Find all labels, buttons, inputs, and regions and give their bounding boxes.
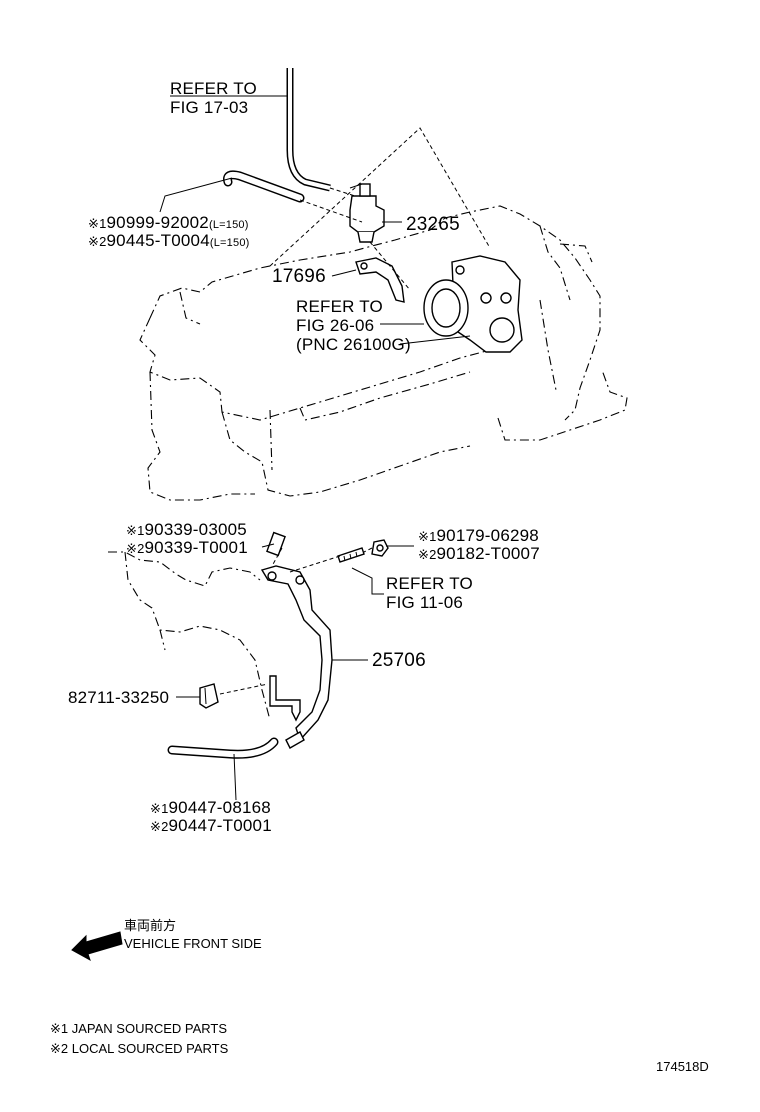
direction-label-jp: 車両前方 xyxy=(124,918,176,933)
label-plug-1: ※190339-03005 xyxy=(126,520,247,539)
length-note: (L=150) xyxy=(210,237,250,249)
upper-vacuum-pipe xyxy=(286,68,331,192)
lower-hose xyxy=(167,737,279,759)
throttle-body xyxy=(423,255,523,353)
leader-lines xyxy=(159,95,471,801)
marker-1: ※1 xyxy=(88,216,107,231)
vehicle-front-arrow-icon xyxy=(71,931,123,962)
label-hose-lower-1: ※190447-08168 xyxy=(150,798,271,817)
figure-id: 174518D xyxy=(656,1059,709,1074)
label-refer-fig-26-06-line3: (PNC 26100G) xyxy=(296,335,411,354)
label-clamp-82711: 82711-33250 xyxy=(68,688,169,707)
clamp xyxy=(199,683,219,709)
label-nut-1: ※190179-06298 xyxy=(418,526,539,545)
label-refer-fig-26-06-line1: REFER TO xyxy=(296,297,383,316)
label-refer-fig-17-03-line2: FIG 17-03 xyxy=(170,98,248,117)
label-hose-upper-2: ※290445-T0004(L=150) xyxy=(88,231,250,250)
label-pipe-25706: 25706 xyxy=(372,650,426,671)
label-nut-2: ※290182-T0007 xyxy=(418,544,540,563)
label-hose-lower-2: ※290447-T0001 xyxy=(150,816,272,835)
vacuum-pipe-25706 xyxy=(260,565,333,749)
label-plug-2: ※290339-T0001 xyxy=(126,538,248,557)
label-vsv-23265: 23265 xyxy=(406,214,460,235)
label-refer-fig-11-06-line1: REFER TO xyxy=(386,574,473,593)
label-refer-fig-26-06-line2: FIG 26-06 xyxy=(296,316,374,335)
label-hose-upper-1: ※190999-92002(L=150) xyxy=(88,213,249,232)
legend-item-local: ※2 LOCAL SOURCED PARTS xyxy=(50,1041,229,1056)
engine-block-outline xyxy=(108,205,628,721)
vsv-valve xyxy=(349,183,385,243)
marker-2: ※2 xyxy=(88,234,107,249)
upper-hose xyxy=(223,170,305,203)
nut xyxy=(371,539,389,557)
legend-item-japan: ※1 JAPAN SOURCED PARTS xyxy=(50,1021,227,1036)
relation-lines xyxy=(219,127,491,695)
vsv-bracket xyxy=(355,257,405,303)
label-bracket-17696: 17696 xyxy=(272,266,326,287)
direction-label-en: VEHICLE FRONT SIDE xyxy=(124,936,262,951)
stud-bolt xyxy=(337,547,365,563)
label-refer-fig-17-03-line1: REFER TO xyxy=(170,79,257,98)
label-refer-fig-11-06-line2: FIG 11-06 xyxy=(386,593,463,612)
length-note: (L=150) xyxy=(209,219,249,231)
plug xyxy=(266,531,286,557)
